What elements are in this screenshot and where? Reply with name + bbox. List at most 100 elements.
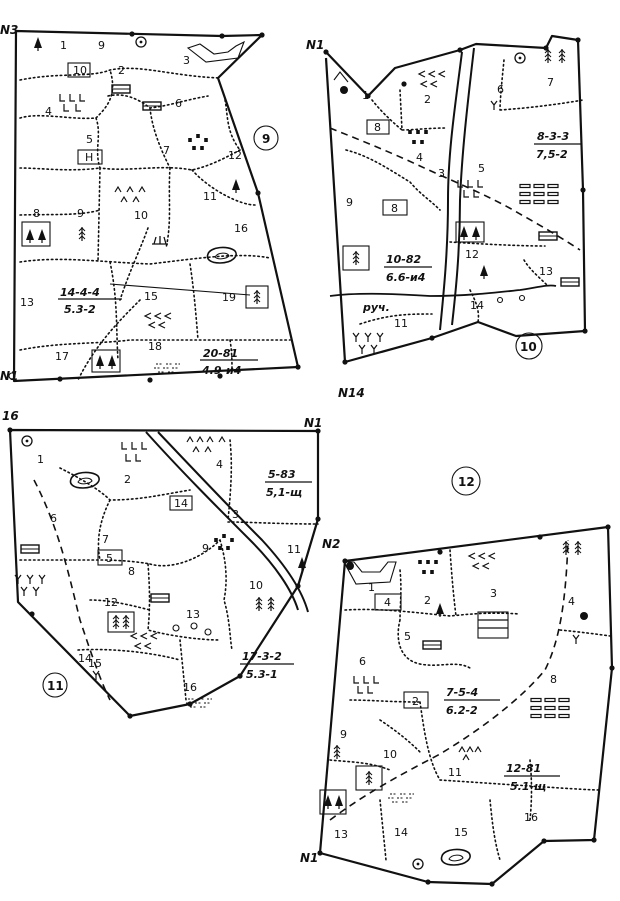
young-growth-icon <box>186 436 226 453</box>
sheet-9-boundary <box>12 29 300 383</box>
boundary-node <box>543 45 549 51</box>
sheet-9-plot-7: 7 <box>163 144 170 157</box>
sheet-9-plot-6: 6 <box>175 97 182 110</box>
sheet-9-boxed-10: 10 <box>67 62 91 78</box>
sheet-11-road <box>145 431 309 613</box>
scrub-icon <box>144 312 172 329</box>
sheet-10-plot-14: 14 <box>470 299 484 312</box>
sheet-12-boxed-2: 2 <box>403 691 429 709</box>
sheet-10-stream-label: руч. <box>362 301 390 314</box>
svg-text:5: 5 <box>106 552 113 565</box>
boundary-node <box>237 673 243 679</box>
sheet-11-compartment-lines <box>19 439 319 701</box>
sheet-11-plot-16: 16 <box>183 681 197 694</box>
sheet-10-compartment-lines <box>345 59 584 325</box>
conifer-tree-icon <box>21 221 51 247</box>
fir-tree-icon <box>562 540 570 556</box>
svg-text:20-81: 20-81 <box>203 347 238 360</box>
shrub-icon <box>408 130 428 144</box>
sheet-9-plot-2: 2 <box>118 64 125 77</box>
sheet-12-plot-1: 1 <box>368 581 375 594</box>
sheet-11-number: 11 <box>42 672 68 698</box>
sheet-10-plot-5: 5 <box>478 162 485 175</box>
conifer-tree-icon <box>480 265 488 279</box>
sheet-11-fraction-2: 17-3-2 5.3-1 <box>240 650 294 681</box>
sheet-9-cut-line <box>109 283 251 296</box>
sheet-9-plot-9: 9 <box>77 207 84 220</box>
sheet-11-plot-7: 7 <box>102 533 109 546</box>
sheet-9-plot-9b: 9 <box>98 39 105 52</box>
marsh-icon <box>387 793 415 803</box>
boundary-node <box>315 428 321 434</box>
scrub-icon <box>468 552 496 570</box>
svg-text:8: 8 <box>374 121 381 134</box>
svg-text:8-3-3: 8-3-3 <box>537 130 569 143</box>
fir-tree-icon <box>333 744 341 760</box>
sheet-11-corner-top-right: N1 <box>304 416 322 430</box>
boundary-node <box>537 534 543 540</box>
stack-icon <box>519 183 559 205</box>
sheet-11-fraction-1: 5-83 5,1-щ <box>265 468 312 499</box>
svg-text:5.3-1: 5.3-1 <box>246 668 278 681</box>
fir-tree-icon <box>267 596 275 612</box>
conifer-tree-icon <box>319 789 347 815</box>
sheet-11-plot-1: 1 <box>37 453 44 466</box>
sheet-9-fraction-1: 14-4-4 5.3-2 <box>58 286 122 316</box>
sheet-9: N3 N1 1 2 3 4 5 6 7 8 9 9 10 11 12 13 15… <box>0 23 300 383</box>
sheet-9-plot-8: 8 <box>33 207 40 220</box>
boundary-node <box>323 49 329 55</box>
fir-tree-icon <box>558 48 566 64</box>
building-icon <box>560 277 580 287</box>
sheet-10-fraction-2: 10-82 6.6-и4 <box>384 253 432 284</box>
conifer-tree-icon <box>91 349 121 373</box>
sheet-10-road <box>439 47 475 331</box>
sheet-12-plot-4: 4 <box>568 595 575 608</box>
conifer-tree-icon <box>232 179 240 193</box>
building-icon <box>538 231 558 241</box>
sheet-10-plot-7: 7 <box>547 76 554 89</box>
sheet-12-number: 12 <box>451 466 481 496</box>
sheet-12-plot-2: 2 <box>424 594 431 607</box>
sheet-9-plot-5: 5 <box>86 133 93 146</box>
boundary-node <box>605 524 611 530</box>
svg-text:14: 14 <box>174 497 188 510</box>
sheet-12-fraction-2: 12-81 5.1-щ <box>504 762 560 793</box>
boundary-node <box>342 359 348 365</box>
conifer-tree-icon <box>455 221 485 243</box>
lake-icon <box>69 471 100 489</box>
ring-marker-icon <box>514 52 526 64</box>
willow-icon <box>572 634 580 645</box>
svg-text:5.1-щ: 5.1-щ <box>510 780 546 793</box>
shrub-icon <box>418 560 438 574</box>
sheet-12-corner-bottom: N1 <box>300 851 318 865</box>
boundary-node <box>457 47 463 53</box>
building-icon <box>20 544 40 554</box>
sheet-9-plot-11: 11 <box>203 190 217 203</box>
stack-icon <box>530 697 570 719</box>
sheet-10: N1 N14 1 2 3 4 5 6 7 9 12 13 14 11 3 8 8… <box>306 34 587 400</box>
sheet-11-boxed-14: 14 <box>169 495 193 511</box>
sheet-11-plot-4: 4 <box>216 458 223 471</box>
boundary-node <box>365 93 371 99</box>
svg-text:5.3-2: 5.3-2 <box>64 303 96 316</box>
sheet-9-plot-17: 17 <box>55 350 69 363</box>
sheet-9-plot-1: 1 <box>60 39 67 52</box>
sheet-10-corner-top: N1 <box>306 38 324 52</box>
building-icon <box>186 40 246 63</box>
stump-icon <box>580 612 588 620</box>
boundary-node <box>217 373 223 379</box>
marsh-icon <box>153 363 181 373</box>
svg-text:17-3-2: 17-3-2 <box>242 650 282 663</box>
young-growth-icon <box>458 746 482 761</box>
building-icon <box>111 84 131 94</box>
sheet-12-plot-10: 10 <box>383 748 397 761</box>
svg-text:9: 9 <box>262 132 270 146</box>
ring-marker-icon <box>412 858 424 870</box>
boundary-node <box>29 611 35 617</box>
sheet-10-plot-9: 9 <box>346 196 353 209</box>
boundary-node <box>295 583 301 589</box>
boundary-node <box>129 31 135 37</box>
sheet-9-corner-top: N3 <box>0 23 18 37</box>
sheet-9-plot-12: 12 <box>228 149 242 162</box>
